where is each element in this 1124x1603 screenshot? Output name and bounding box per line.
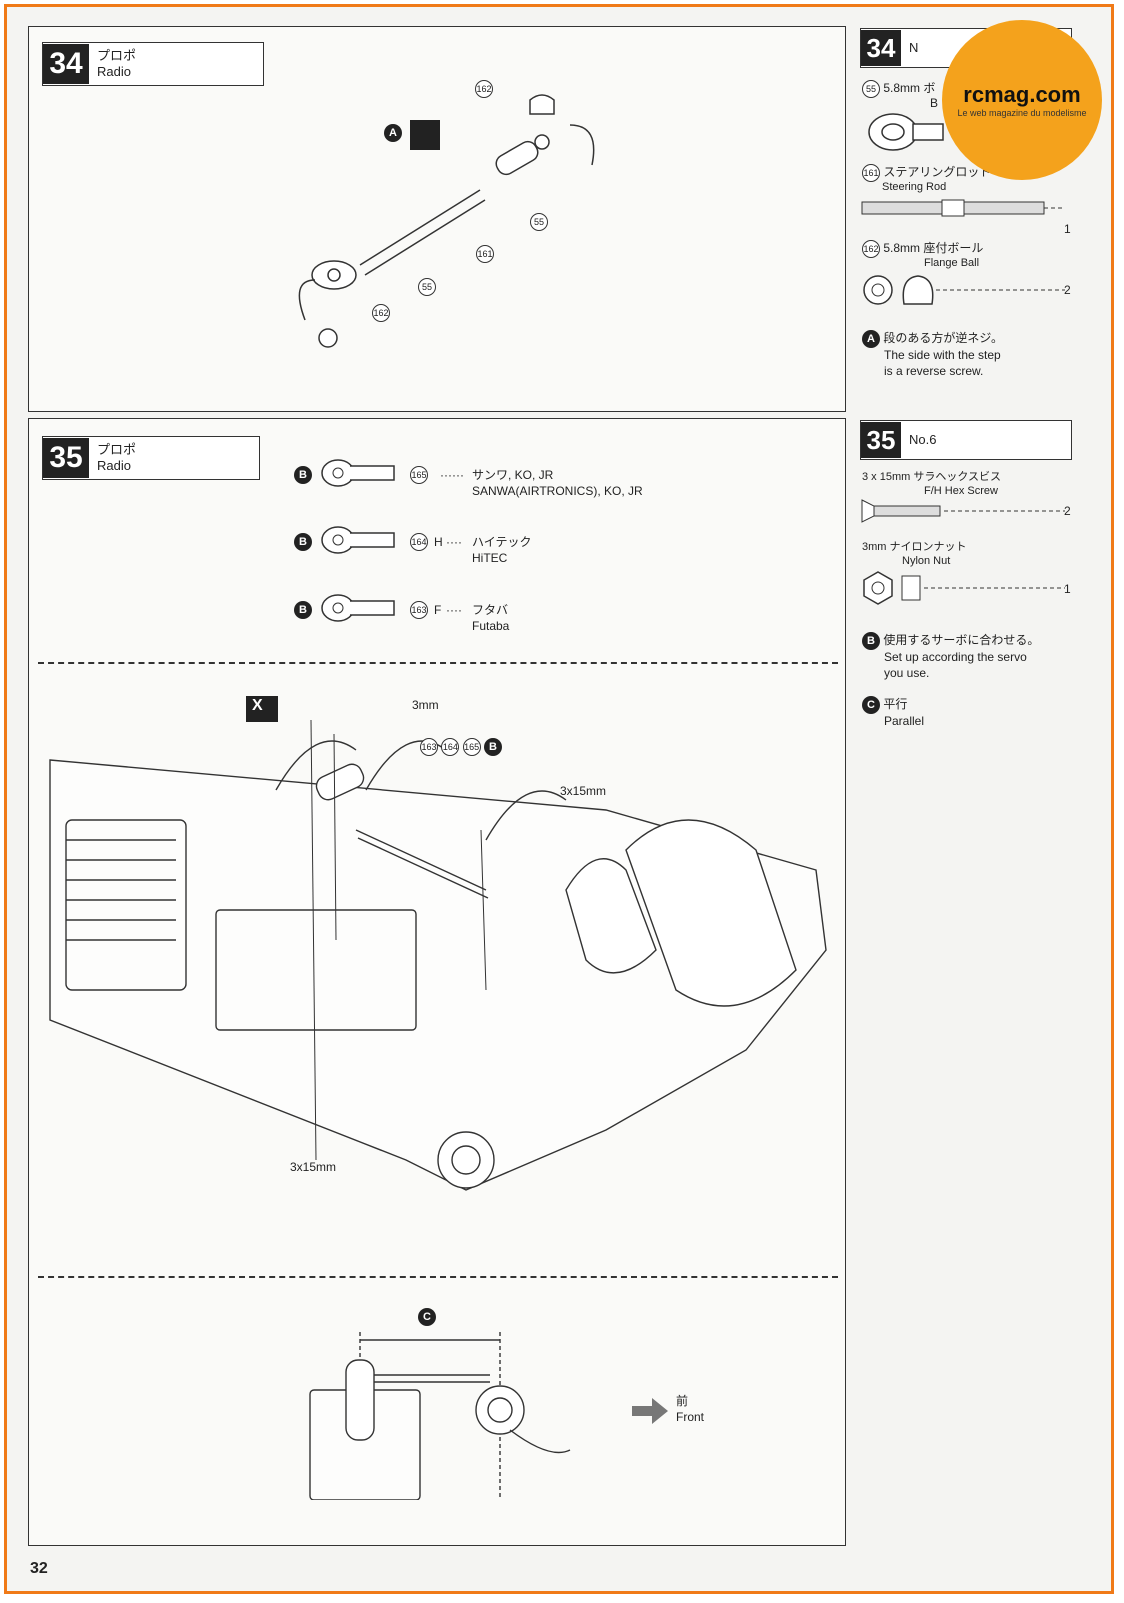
step34-callout-162-bottom: 162 [372,304,390,322]
step35-title-jp: プロポ [97,442,137,457]
step35-parts-number: 35 [861,422,901,458]
front-label-jp: 前 [676,1394,689,1408]
step34-title: プロポ Radio [89,48,136,80]
note-a-en1: The side with the step [884,348,1001,362]
step34-title-en: Radio [97,64,131,79]
label-screw-top: 3x15mm [560,784,607,798]
screw-en: F/H Hex Screw [924,485,998,497]
front-arrow-icon [632,1398,668,1424]
note-b: B 使用するサーボに合わせる。 [862,632,1039,650]
part162-qty: 2 [1064,283,1071,297]
note-b-en1: Set up according the servo [884,650,1027,664]
step34-callout-55-right: 55 [530,213,548,231]
part162-line: 162 5.8mm 座付ボール [862,240,983,258]
part161-en: Steering Rod [882,181,947,193]
part55-en: B [930,96,939,110]
step35-title-en: Radio [97,458,131,473]
step34-number: 34 [43,44,89,84]
servo-horn-icon [321,594,395,622]
flat-head-screw-icon [861,499,1065,523]
page-number: 32 [30,1560,48,1577]
step34-header: 34 プロポ Radio [42,42,264,86]
step35-number: 35 [43,438,89,478]
step35-title: プロポ Radio [89,442,136,474]
step34-parts-number: 34 [861,30,901,66]
nut-en: Nylon Nut [902,555,951,567]
step34-letter-a: A [384,124,402,142]
part55-line: 55 5.8mm ボ [862,80,935,98]
note-a: A 段のある方が逆ネジ。 [862,330,1003,348]
servo-horn-icon [321,526,395,554]
note-c-en: Parallel [884,714,925,728]
label-parts-group: 163 164 165 B [420,738,503,756]
divider-top [38,662,838,664]
part161-line: 161 ステアリングロッド [862,164,991,182]
steering-rod-icon [861,199,1065,217]
parallel-detail-diagram [309,1332,571,1500]
step35-header: 35 プロポ Radio [42,436,260,480]
screw-qty: 2 [1064,504,1071,518]
step34-callout-55-left: 55 [418,278,436,296]
note-b-en2: you use. [884,666,930,680]
step34-callout-161: 161 [476,245,494,263]
front-label-en: Front [676,1410,705,1424]
screw-line: 3 x 15mm サラヘックスビス [862,471,1002,483]
rcmag-logo: rcmag.com Le web magazine du modelisme [942,20,1102,180]
label-c: C [418,1308,436,1326]
chassis-diagram [49,696,827,1191]
label-nut-3mm: 3mm [412,698,439,712]
nut-line: 3mm ナイロンナット [862,541,967,553]
note-a-en2: is a reverse screw. [884,364,984,378]
step35-bag-label: No.6 [909,432,937,447]
step34-diagram [298,94,595,348]
flange-ball-icon [863,275,1065,305]
step34-title-jp: プロポ [97,48,137,63]
step34-bag-label: N [909,40,919,55]
part55-rod-end-icon [868,113,944,151]
label-x: X [252,697,263,714]
divider-bottom [38,1276,838,1278]
nut-qty: 1 [1064,582,1071,596]
part162-en: Flange Ball [924,257,980,269]
nylon-nut-icon [863,571,1065,605]
part161-qty: 1 [1064,222,1071,236]
label-screw-bottom: 3x15mm [290,1160,337,1174]
step35-parts-header: 35 No.6 [860,420,1072,460]
step34-panel [28,26,846,412]
servo-horn-icon [321,459,395,487]
step34-callout-162-top: 162 [475,80,493,98]
note-c: C 平行 [862,696,907,714]
